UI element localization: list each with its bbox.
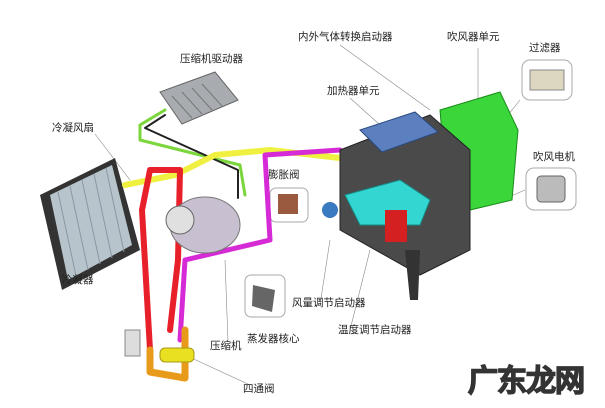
label-expansion-valve: 膨胀阀 xyxy=(268,169,300,181)
label-airflow-actuator: 风量调节启动器 xyxy=(292,297,366,309)
refrigerant-pipes xyxy=(122,108,343,382)
compressor-image xyxy=(165,196,241,254)
hvac-module-image xyxy=(322,91,519,300)
label-compressor-driver: 压缩机驱动器 xyxy=(180,53,243,65)
four-way-valve-image xyxy=(124,329,195,363)
blower-motor-image xyxy=(536,175,566,203)
evaporator-image xyxy=(252,285,275,312)
label-blower-unit: 吹风器单元 xyxy=(447,31,500,43)
compressor-driver-image xyxy=(159,71,239,125)
condenser-image xyxy=(40,158,140,290)
filter-image xyxy=(529,69,565,91)
label-temperature-actuator: 温度调节启动器 xyxy=(338,324,412,336)
label-four-way-valve: 四通阀 xyxy=(243,383,275,395)
label-inner-outer-air-actuator: 内外气体转换启动器 xyxy=(298,31,393,43)
label-heater-unit: 加热器单元 xyxy=(327,85,380,97)
watermark: 广东龙网 xyxy=(467,363,585,399)
label-filter: 过滤器 xyxy=(529,42,561,54)
label-condenser: 冷凝器 xyxy=(62,274,94,286)
label-evaporator-core: 蒸发器核心 xyxy=(247,333,300,345)
label-blower-motor: 吹风电机 xyxy=(533,151,575,163)
label-compressor: 压缩机 xyxy=(210,340,242,352)
expansion-valve-image xyxy=(278,194,298,214)
label-condenser-fan: 冷凝风扇 xyxy=(52,122,94,134)
